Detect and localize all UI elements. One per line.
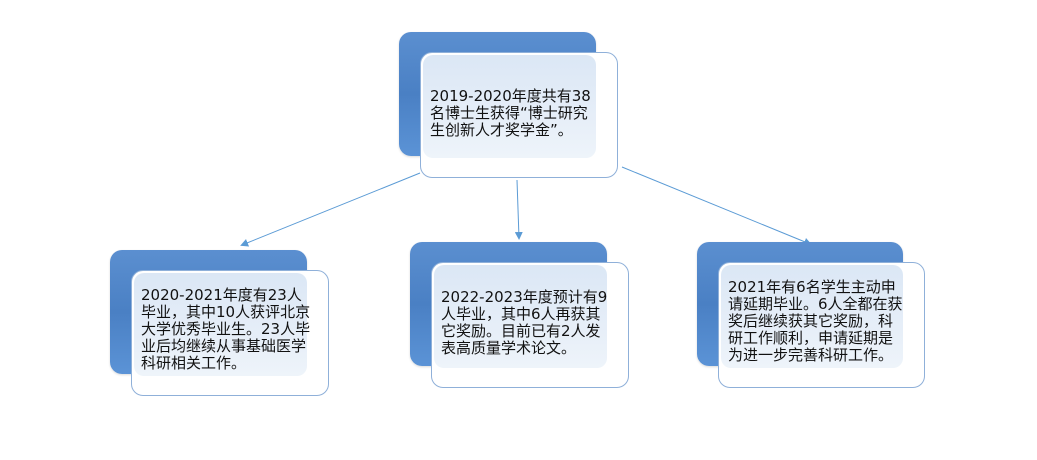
connector-root-to-child-1 (240, 172, 421, 247)
connector-root-to-child-2 (514, 179, 523, 240)
root-node-text: 2019-2020年度共有38 名博士生获得“博士研究 生创新人才奖学金”。 (430, 87, 591, 139)
child-node-2-text: 2022-2023年度预计有9 人毕业，其中6人再获其 它奖励。目前已有2人发 … (441, 288, 608, 357)
child-node-3-tint (721, 265, 903, 368)
child-node-2-card (431, 262, 629, 388)
child-node-1-tint (134, 273, 307, 376)
child-node-2-tint (434, 265, 607, 368)
child-node-1-text: 2020-2021年度有23人 毕业，其中10人获评北京 大学优秀毕业生。23人… (141, 286, 311, 372)
child-node-1: 2020-2021年度有23人 毕业，其中10人获评北京 大学优秀毕业生。23人… (110, 250, 330, 397)
child-node-3: 2021年有6名学生主动申 请延期毕业。6人全都在获 奖后继续获其它奖励，科 研… (697, 242, 927, 389)
connector-root-to-child-3 (621, 166, 812, 246)
root-node-tint (423, 55, 596, 158)
child-node-3-card (718, 262, 925, 388)
child-node-3-text: 2021年有6名学生主动申 请延期毕业。6人全都在获 奖后继续获其它奖励，科 研… (728, 278, 903, 364)
child-node-1-card (131, 270, 329, 396)
root-node-card (420, 52, 618, 178)
root-node: 2019-2020年度共有38 名博士生获得“博士研究 生创新人才奖学金”。 (399, 32, 619, 179)
child-node-2: 2022-2023年度预计有9 人毕业，其中6人再获其 它奖励。目前已有2人发 … (410, 242, 630, 389)
